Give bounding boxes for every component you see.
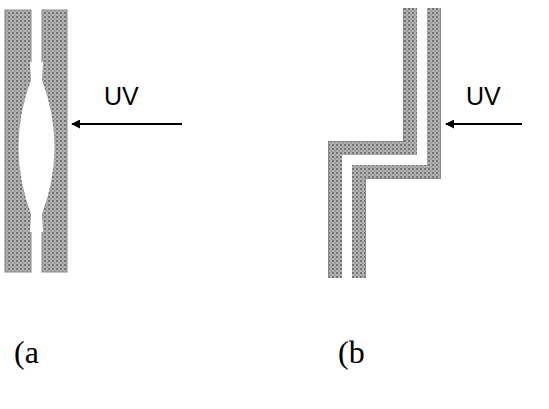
straight-tube bbox=[5, 10, 67, 272]
panel-label: (b bbox=[338, 336, 365, 368]
uv-arrow bbox=[446, 123, 522, 125]
bent-tube bbox=[320, 2, 455, 284]
uv-arrow bbox=[72, 123, 182, 125]
panel-label: (a bbox=[14, 336, 39, 368]
radiation-label: UV bbox=[104, 84, 139, 109]
radiation-label: UV bbox=[466, 84, 501, 109]
